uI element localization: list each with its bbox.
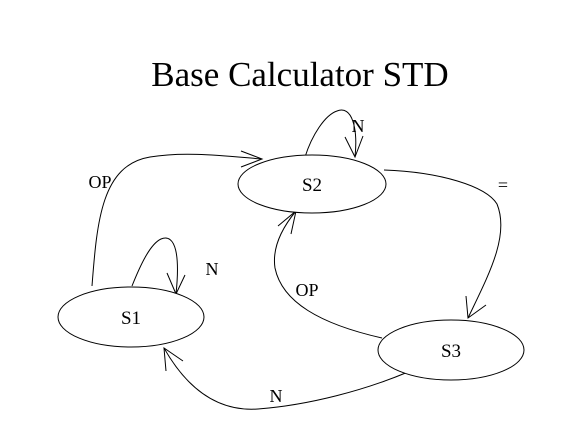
edge-s2-to-s3-arrowhead (465, 295, 487, 319)
edge-s1-to-s2-arrowhead (240, 150, 264, 168)
state-s1: S1 (57, 286, 205, 348)
edge-s1-to-s2 (91, 150, 264, 287)
state-s1-ellipse (57, 286, 205, 348)
edge-s1-self-loop (131, 237, 186, 296)
edge-s1-self-loop-line (131, 237, 178, 295)
edge-s3-to-s1-arrowhead (163, 346, 184, 372)
label-s3-to-s1: N (270, 386, 283, 406)
edge-s2-self-loop (304, 109, 364, 159)
state-s1-label: S1 (121, 308, 141, 329)
state-s3-label: S3 (441, 341, 461, 362)
diagram-title: Base Calculator STD (151, 55, 448, 94)
state-s2-ellipse (237, 154, 387, 214)
state-s2: S2 (237, 154, 387, 214)
label-s1-to-s2: OP (88, 172, 111, 192)
edge-s3-to-s1 (163, 346, 409, 410)
edge-s2-to-s3 (383, 169, 502, 319)
label-s2-to-s3: = (498, 175, 508, 195)
edge-s2-self-loop-arrowhead (344, 135, 364, 159)
edge-s3-to-s1-line (163, 347, 409, 410)
edge-s3-to-s2 (273, 209, 383, 339)
label-s3-to-s2: OP (295, 280, 318, 300)
edge-s1-to-s2-line (91, 153, 263, 287)
edge-s2-to-s3-line (383, 169, 502, 319)
state-s2-label: S2 (302, 175, 322, 196)
label-s2-self-loop: N (352, 116, 365, 136)
label-s1-self-loop: N (206, 259, 219, 279)
edge-s3-to-s2-line (273, 210, 383, 339)
state-s3-ellipse (377, 319, 525, 381)
state-s3: S3 (377, 319, 525, 381)
edge-s2-self-loop-line (304, 109, 357, 158)
